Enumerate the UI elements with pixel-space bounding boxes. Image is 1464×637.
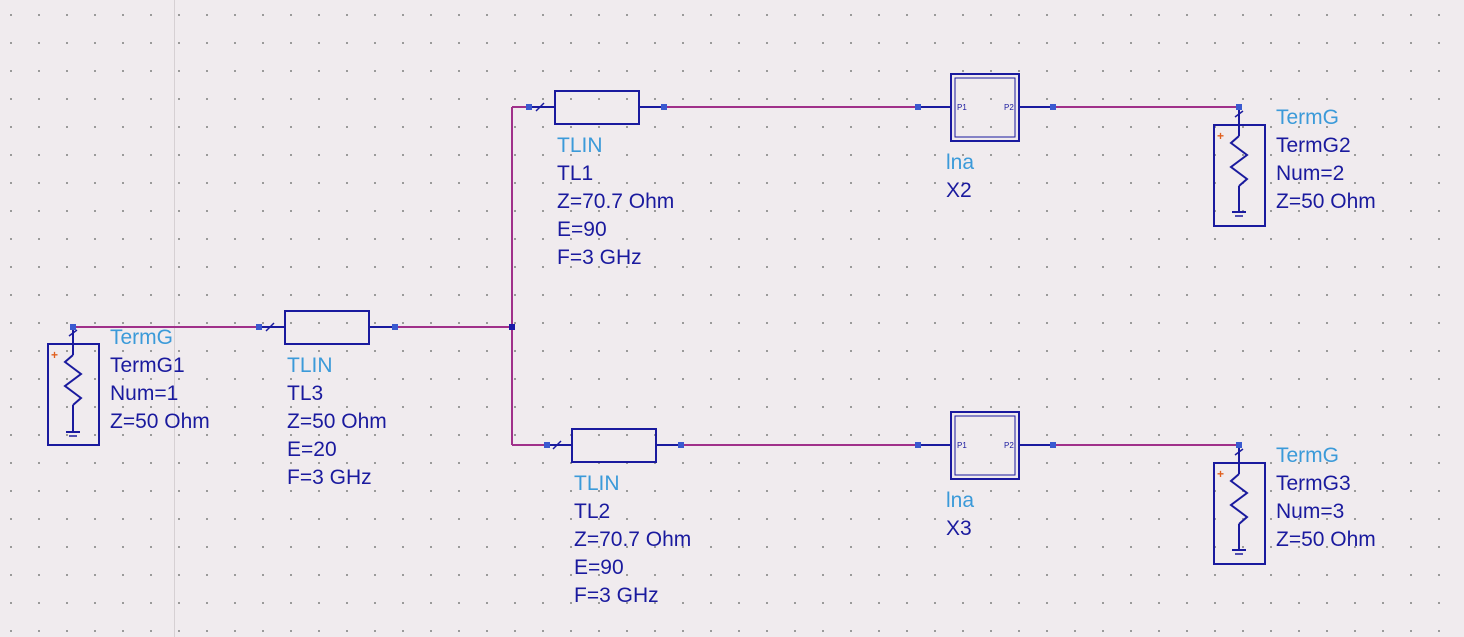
- tl2-label: TLIN TL2 Z=70.7 Ohm E=90 F=3 GHz: [574, 470, 691, 610]
- x3-symbol[interactable]: P1 P2: [915, 411, 1056, 480]
- termg1-symbol[interactable]: +: [47, 324, 100, 446]
- termg2-type: TermG: [1276, 106, 1339, 129]
- tl3-name: TL3: [287, 382, 324, 405]
- tl2-e: E=90: [574, 556, 624, 579]
- termg3-z: Z=50 Ohm: [1276, 528, 1376, 551]
- termg2-label: TermG TermG2 Num=2 Z=50 Ohm: [1276, 104, 1376, 216]
- termg2-name: TermG2: [1276, 134, 1351, 157]
- canvas-divider: [174, 0, 175, 637]
- tl1-label: TLIN TL1 Z=70.7 Ohm E=90 F=3 GHz: [557, 132, 674, 272]
- plus-marker-icon: +: [1217, 129, 1224, 143]
- termg2-z: Z=50 Ohm: [1276, 190, 1376, 213]
- plus-marker-icon: +: [1217, 467, 1224, 481]
- tl2-name: TL2: [574, 500, 611, 523]
- plus-marker-icon: +: [51, 348, 58, 362]
- termg2-num: Num=2: [1276, 162, 1345, 185]
- x2-port1-label: P1: [957, 103, 967, 112]
- termg3-num: Num=3: [1276, 500, 1345, 523]
- x2-label: lna X2: [946, 149, 974, 205]
- x3-label: lna X3: [946, 487, 974, 543]
- termg1-z: Z=50 Ohm: [110, 410, 210, 433]
- tl1-type: TLIN: [557, 134, 603, 157]
- x2-symbol[interactable]: P1 P2: [915, 73, 1056, 142]
- tl3-f: F=3 GHz: [287, 466, 372, 489]
- x2-type: lna: [946, 151, 975, 174]
- junction-node: [509, 324, 515, 330]
- tl2-type: TLIN: [574, 472, 620, 495]
- x3-type: lna: [946, 489, 975, 512]
- tl3-symbol[interactable]: [256, 310, 398, 345]
- tl1-e: E=90: [557, 218, 607, 241]
- tl3-z: Z=50 Ohm: [287, 410, 387, 433]
- termg3-type: TermG: [1276, 444, 1339, 467]
- x3-name: X3: [946, 517, 972, 540]
- x3-port1-label: P1: [957, 441, 967, 450]
- tl1-symbol[interactable]: [526, 90, 667, 125]
- x3-port2-label: P2: [1004, 441, 1014, 450]
- termg1-type: TermG: [110, 326, 173, 349]
- termg1-name: TermG1: [110, 354, 185, 377]
- termg3-symbol[interactable]: +: [1213, 442, 1266, 565]
- termg3-label: TermG TermG3 Num=3 Z=50 Ohm: [1276, 442, 1376, 554]
- tl1-z: Z=70.7 Ohm: [557, 190, 675, 213]
- tl3-e: E=20: [287, 438, 337, 461]
- termg3-name: TermG3: [1276, 472, 1351, 495]
- tl2-symbol[interactable]: [544, 428, 684, 463]
- wires: [73, 106, 1239, 446]
- tl2-f: F=3 GHz: [574, 584, 659, 607]
- termg1-label: TermG TermG1 Num=1 Z=50 Ohm: [110, 324, 210, 436]
- termg1-num: Num=1: [110, 382, 179, 405]
- x2-port2-label: P2: [1004, 103, 1014, 112]
- tl3-label: TLIN TL3 Z=50 Ohm E=20 F=3 GHz: [287, 352, 387, 492]
- tl1-name: TL1: [557, 162, 594, 185]
- tl3-type: TLIN: [287, 354, 333, 377]
- termg2-symbol[interactable]: +: [1213, 104, 1266, 227]
- x2-name: X2: [946, 179, 972, 202]
- tl1-f: F=3 GHz: [557, 246, 642, 269]
- tl2-z: Z=70.7 Ohm: [574, 528, 692, 551]
